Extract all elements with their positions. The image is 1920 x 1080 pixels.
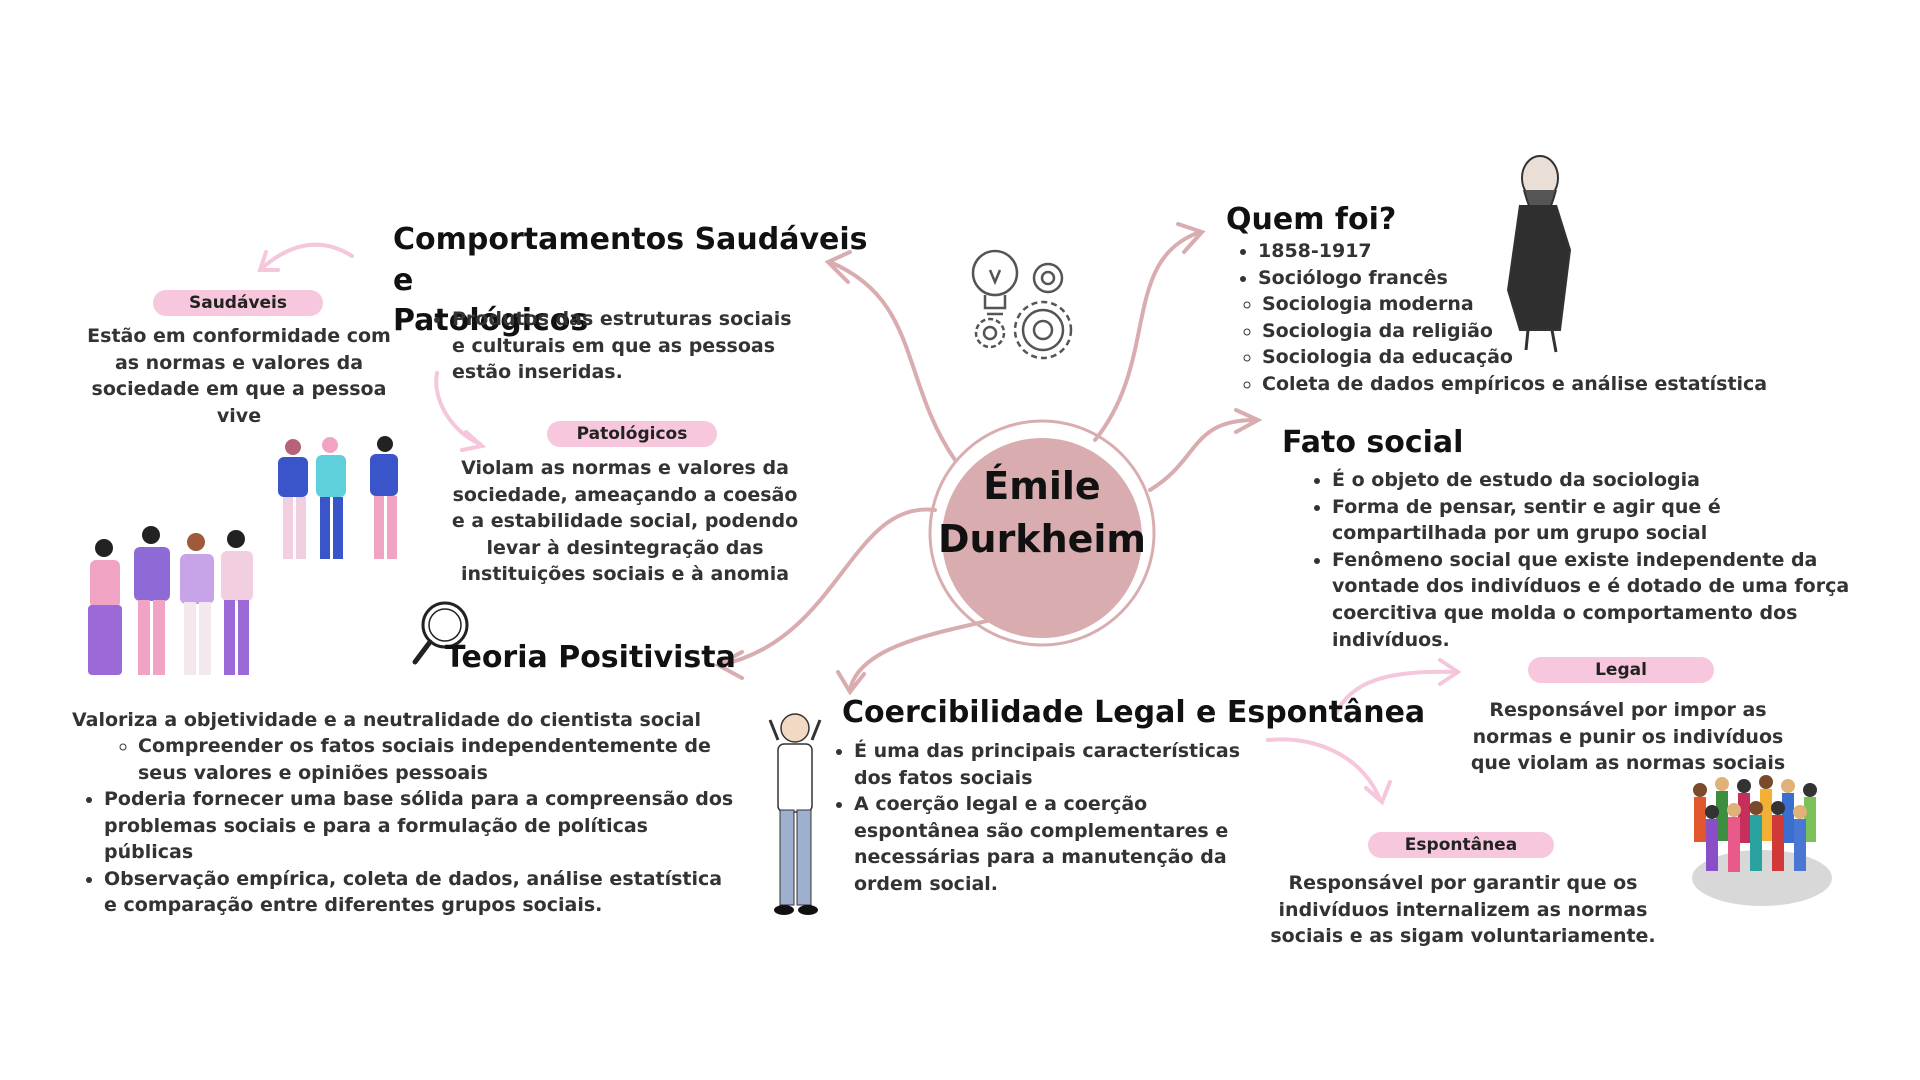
teoria-sub-bullet: Compreender os fatos sociais independent… [138, 733, 748, 786]
arrow-head-quem-foi [1176, 222, 1206, 254]
arrow-head-espontanea [1364, 780, 1392, 806]
espontanea-label: Espontânea [1368, 832, 1554, 858]
teoria-bullet-1: Poderia fornecer uma base sólida para a … [104, 786, 738, 866]
quem-foi-bullets: 1858-1917 Sociólogo francês Sociologia m… [1232, 238, 1792, 398]
arrow-to-espontanea [1266, 737, 1382, 802]
quem-foi-sub-3: Sociologia da educação [1262, 344, 1792, 371]
quem-foi-sub-1: Sociologia moderna [1262, 291, 1792, 318]
center-title-line2: Durkheim [937, 517, 1147, 562]
center-node-title: Émile Durkheim [930, 460, 1154, 566]
arrow-head-coercibilidade [836, 670, 866, 696]
teoria-bullet-2: Observação empírica, coleta de dados, an… [104, 866, 738, 919]
legal-text: Responsável por impor as normas e punir … [1470, 699, 1786, 775]
fato-social-bullet-3: Fenômeno social que existe independente … [1332, 547, 1882, 653]
patologicos-label: Patológicos [547, 421, 717, 447]
arrow-to-comportamentos [828, 260, 957, 462]
fato-social-bullets: É o objeto de estudo da sociologia Forma… [1306, 467, 1882, 653]
comportamentos-title: Comportamentos Saudáveis e Patológicos [393, 220, 873, 342]
arrow-head-legal [1438, 658, 1462, 686]
arrow-head-patologicos [460, 430, 487, 452]
fato-social-bullet-2: Forma de pensar, sentir e agir que é com… [1332, 494, 1882, 547]
teoria-title: Teoria Positivista [445, 640, 736, 675]
quem-foi-sub-4: Coleta de dados empíricos e análise esta… [1262, 371, 1792, 398]
legal-label: Legal [1528, 657, 1714, 683]
arrow-head-comportamentos [824, 250, 852, 284]
fato-social-title: Fato social [1282, 425, 1464, 460]
espontanea-text: Responsável por garantir que os indivídu… [1270, 872, 1656, 948]
teoria-bullets: Poderia fornecer uma base sólida para a … [78, 786, 738, 919]
quem-foi-bullet-1: 1858-1917 [1258, 238, 1792, 265]
arrow-to-fato-social [1148, 418, 1257, 492]
arrow-to-legal [1333, 669, 1458, 718]
arrow-to-saudaveis [260, 242, 354, 270]
comportamentos-title-line2: Patológicos [393, 303, 589, 338]
coercibilidade-bullet-2: A coerção legal e a coerção espontânea s… [854, 791, 1268, 897]
quem-foi-bullet-2: Sociólogo francês [1258, 265, 1792, 292]
coercibilidade-bullets: É uma das principais características dos… [828, 738, 1268, 898]
arrow-to-patologicos [434, 371, 482, 446]
comportamentos-bullets: Produtos das estruturas sociais e cultur… [426, 306, 806, 386]
arrow-to-teoria [718, 507, 937, 667]
arrow-head-fato-social [1234, 408, 1263, 434]
arrow-head-saudaveis [257, 250, 280, 272]
saudaveis-label: Saudáveis [153, 290, 323, 316]
quem-foi-sub-2: Sociologia da religião [1262, 318, 1792, 345]
saudaveis-text: Estão em conformidade com as normas e va… [87, 325, 391, 427]
patologicos-text: Violam as normas e valores da sociedade,… [451, 457, 799, 586]
coercibilidade-bullet-1: É uma das principais características dos… [854, 738, 1268, 791]
arrow-to-quem-foi [1093, 230, 1202, 442]
teoria-sub-list: Compreender os fatos sociais independent… [108, 733, 748, 786]
coercibilidade-title: Coercibilidade Legal e Espontânea [842, 695, 1426, 730]
quem-foi-title: Quem foi? [1226, 202, 1397, 237]
comportamentos-title-line1: Comportamentos Saudáveis e [393, 222, 868, 298]
fato-social-bullet-1: É o objeto de estudo da sociologia [1332, 467, 1882, 494]
center-title-line1: Émile [983, 464, 1101, 508]
comportamentos-bullet-1: Produtos das estruturas sociais e cultur… [452, 306, 806, 386]
teoria-intro: Valoriza a objetividade e a neutralidade… [72, 709, 701, 731]
arrow-head-teoria [713, 650, 744, 680]
